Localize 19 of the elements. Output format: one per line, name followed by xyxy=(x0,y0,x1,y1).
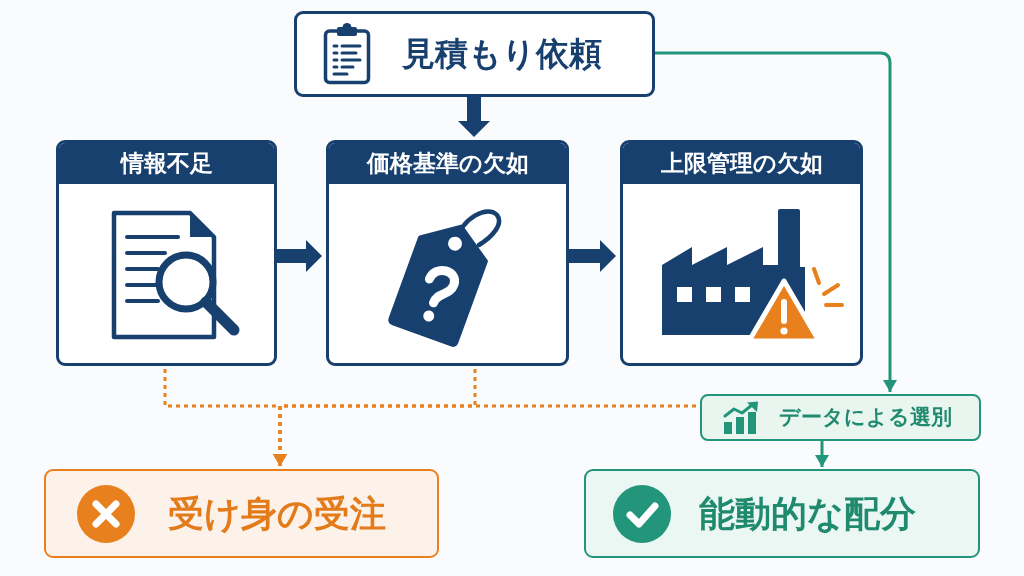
panel-card xyxy=(326,140,569,366)
header-band: 価格基準の欠如 xyxy=(329,143,566,184)
label-text: データによる選別 xyxy=(779,404,952,431)
outcome-box xyxy=(44,469,439,558)
outcome-box xyxy=(584,469,980,558)
heading-text: 見積もり依頼 xyxy=(402,34,602,74)
arrow xyxy=(655,51,897,392)
block-arrow xyxy=(569,240,616,272)
header-band: 情報不足 xyxy=(59,143,274,184)
block-arrow xyxy=(458,97,490,137)
process-box xyxy=(700,394,981,441)
process-box xyxy=(294,11,655,97)
label-text: 受け身の受注 xyxy=(168,491,386,536)
label-text: 能動的な配分 xyxy=(699,491,916,536)
block-arrow xyxy=(277,240,322,272)
panel-card xyxy=(56,140,277,366)
header-band: 上限管理の欠如 xyxy=(623,143,860,184)
panel-card xyxy=(620,140,863,366)
arrow xyxy=(815,441,829,467)
